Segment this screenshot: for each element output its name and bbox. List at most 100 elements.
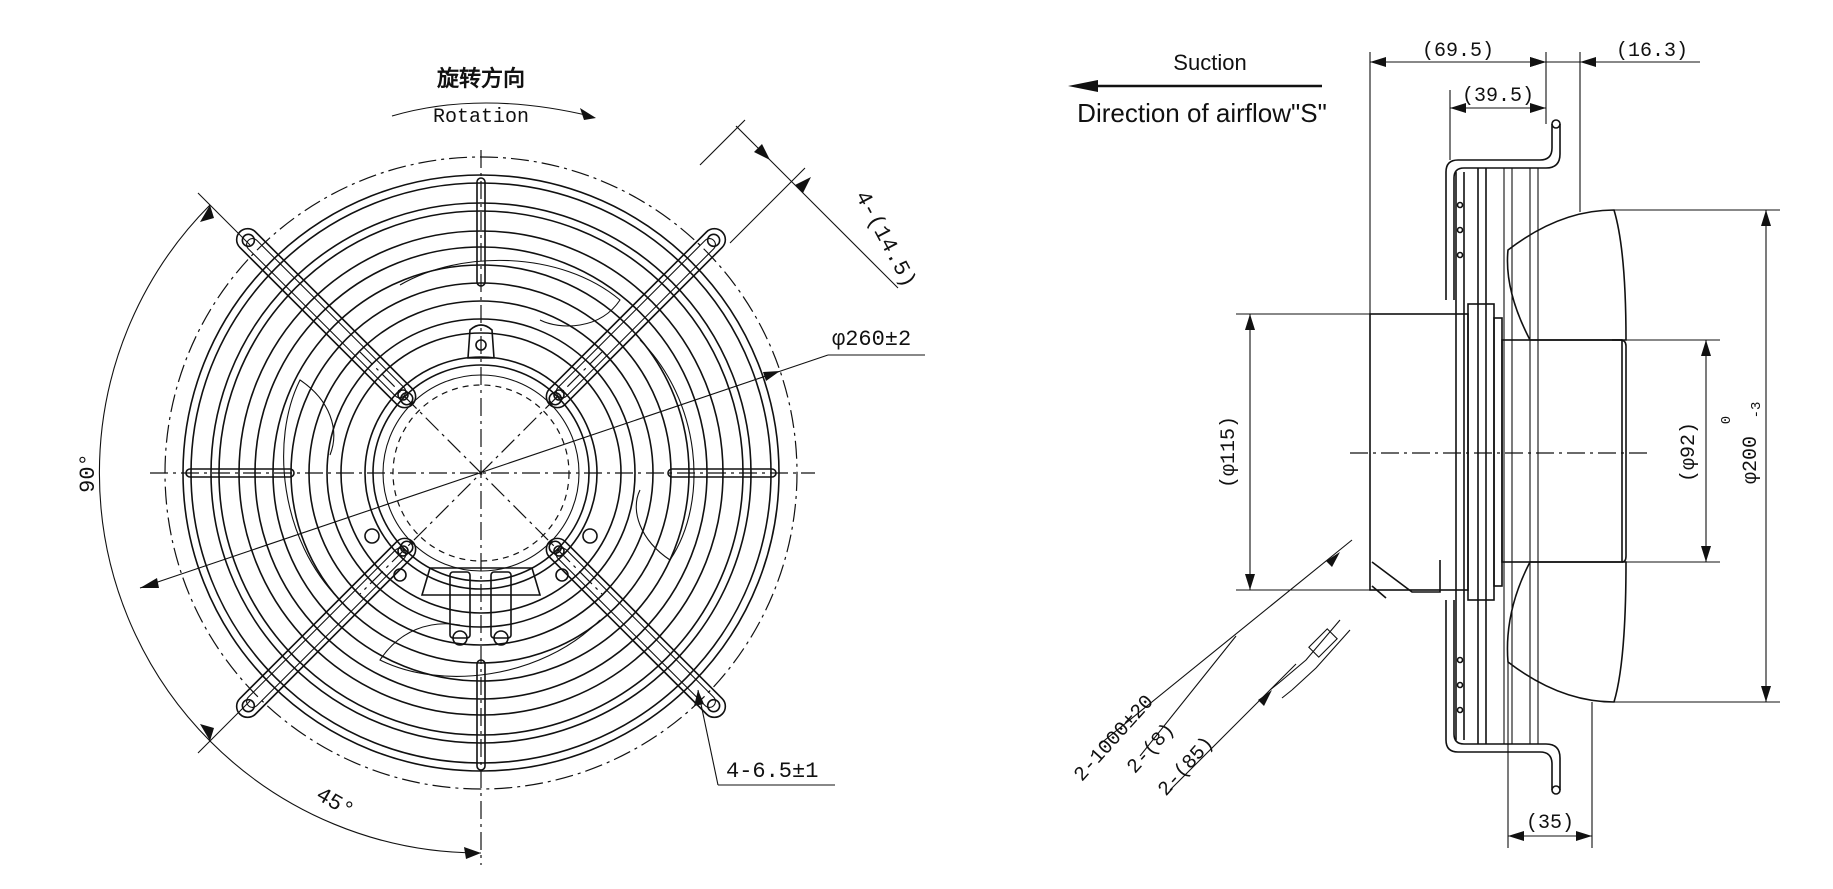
hole-spec-label: 4-6.5±1 — [726, 759, 818, 784]
gland-end — [452, 630, 468, 646]
dim-impeller: φ200 — [1740, 436, 1763, 484]
angle-dim-45-arc — [209, 740, 482, 854]
mount-arm — [545, 537, 727, 719]
weld-point — [1456, 201, 1464, 209]
airflow-arrowhead — [1068, 80, 1098, 92]
mount-arm — [235, 227, 417, 409]
arrowhead — [1530, 103, 1546, 113]
arrowhead — [1326, 552, 1340, 567]
dim-front: (16.3) — [1616, 40, 1688, 63]
cable-gland — [490, 571, 512, 639]
gland-end — [493, 630, 509, 646]
hub-lug-hole — [364, 528, 380, 544]
cable-sheath — [1279, 619, 1351, 691]
weld-point — [1456, 706, 1464, 714]
guard-bar — [476, 177, 486, 287]
weld-point — [1456, 226, 1464, 234]
tol-lower: -3 — [1749, 402, 1765, 419]
arrowhead — [464, 847, 481, 859]
hole-leader — [697, 689, 719, 786]
arrowhead — [1530, 57, 1546, 67]
rotation-arrowhead — [580, 108, 596, 120]
arrowhead — [1580, 57, 1596, 67]
angle-dim-90-arc — [98, 204, 211, 742]
arrowhead — [1450, 103, 1466, 113]
arrowhead — [1761, 210, 1771, 226]
dim-body: (φ115) — [1218, 416, 1241, 488]
arrowhead — [1508, 831, 1524, 841]
bracket-end — [1551, 785, 1561, 795]
arrowhead — [1245, 574, 1255, 590]
arrowhead — [200, 724, 214, 741]
guard-bracket-top — [1453, 124, 1561, 300]
arrowhead — [200, 205, 214, 222]
arrowhead — [1701, 340, 1711, 356]
hub-lug-hole — [393, 568, 407, 582]
arrowhead — [694, 690, 704, 706]
extension-line — [699, 119, 746, 166]
hub-hole — [553, 389, 565, 401]
angle-90-label: 90° — [76, 453, 101, 493]
hub-hole — [397, 545, 409, 557]
rotation-label-cn: 旋转方向 — [437, 66, 525, 92]
blade-outline — [399, 259, 621, 327]
arrowhead — [754, 144, 770, 160]
guard-bracket-top — [1445, 124, 1553, 300]
hub-hole — [553, 545, 565, 557]
arrowhead — [1701, 546, 1711, 562]
arrowhead — [1576, 831, 1592, 841]
hub-lug-hole — [555, 568, 569, 582]
blade-outline — [379, 619, 601, 677]
extension-line — [197, 700, 251, 754]
dim-hub: (φ92) — [1678, 422, 1701, 482]
weld-point — [1456, 251, 1464, 259]
rotation-arrow — [391, 102, 591, 117]
mount-arm — [545, 227, 727, 409]
cable-sleeve — [1308, 628, 1338, 658]
cable-wires — [1269, 681, 1293, 699]
cable-dim-line — [1099, 539, 1353, 745]
rotation-label-en: Rotation — [433, 106, 529, 129]
front-view: 旋转方向 Rotation 90° 45° 4-(14.5) φ260±2 4-… — [76, 66, 925, 865]
extension-line — [729, 167, 806, 244]
guard-bracket-bottom — [1453, 600, 1561, 790]
blade-lower — [1506, 561, 1627, 703]
suction-label: Suction — [1173, 50, 1246, 75]
extension-line — [197, 192, 251, 246]
lug-hole — [475, 339, 487, 351]
cable-exit — [1371, 560, 1441, 593]
guard-bar — [667, 468, 777, 478]
motor-body — [1369, 313, 1469, 591]
blade-upper — [1506, 209, 1627, 341]
cable-gland — [449, 571, 471, 639]
bracket-end — [1551, 119, 1561, 129]
dim-depth-motor: (39.5) — [1462, 85, 1534, 108]
arrowhead — [1258, 690, 1272, 706]
guard-bar — [185, 468, 295, 478]
weld-point — [1456, 656, 1464, 664]
tol-upper: 0 — [1719, 416, 1735, 424]
hub-lug-hole — [582, 528, 598, 544]
arrowhead — [795, 177, 811, 193]
guard-bar — [476, 659, 486, 771]
outer-diameter-label: φ260±2 — [832, 327, 911, 352]
blade-outline — [283, 379, 341, 601]
diameter-leader — [139, 354, 829, 589]
mount-arm — [235, 537, 417, 719]
hub-lug — [467, 324, 495, 359]
cable-dim-line — [1169, 663, 1297, 791]
guard-bracket-bottom — [1445, 600, 1553, 790]
dim-depth-total: (69.5) — [1422, 40, 1494, 63]
rotor-hub — [1501, 339, 1623, 563]
arrowhead — [140, 578, 159, 588]
dim-blade: (35) — [1526, 812, 1574, 835]
hub-hole — [397, 389, 409, 401]
arrowhead — [1370, 57, 1386, 67]
slot-width-label: 4-(14.5) — [849, 187, 921, 292]
weld-point — [1456, 681, 1464, 689]
blade-outline — [635, 339, 695, 561]
arrowhead — [763, 371, 780, 381]
side-view: Suction Direction of airflow"S" — [1068, 40, 1780, 848]
rotor-hub-edge — [1612, 339, 1627, 563]
